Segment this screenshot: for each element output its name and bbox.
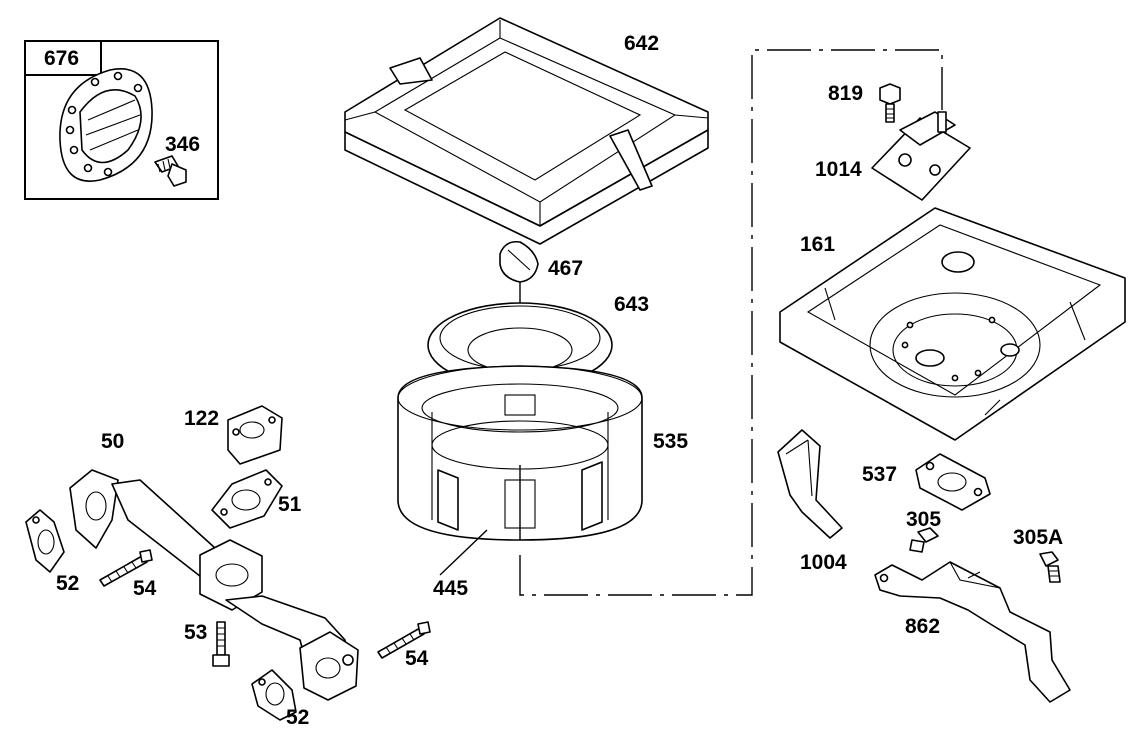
part-537-gasket	[915, 453, 991, 511]
callout-537: 537	[862, 463, 898, 486]
part-305-screw	[909, 527, 939, 553]
part-52-gasket-bottom	[251, 669, 297, 721]
callout-819: 819	[828, 82, 864, 105]
part-467-knob	[499, 240, 539, 283]
callout-676: 676	[44, 47, 80, 70]
part-161-base	[779, 207, 1126, 441]
part-305a-screw	[1039, 551, 1061, 583]
callout-122: 122	[184, 407, 220, 430]
part-1004-duct	[777, 429, 843, 539]
part-54-stud-right	[377, 621, 431, 659]
part-50-manifold	[69, 469, 359, 701]
callout-346: 346	[165, 133, 201, 156]
callout-1004: 1004	[800, 551, 847, 574]
callout-50: 50	[101, 430, 125, 453]
part-122-spacer	[227, 405, 283, 465]
part-346-screw	[154, 155, 187, 187]
callout-445: 445	[433, 577, 469, 600]
part-862-bracket	[874, 561, 1071, 703]
callout-54-left: 54	[133, 577, 157, 600]
callout-52-left: 52	[56, 572, 80, 595]
callout-305: 305	[906, 508, 942, 531]
part-676-cover-plate	[59, 68, 153, 182]
part-54-stud-left	[99, 549, 153, 587]
callout-305a: 305A	[1013, 526, 1064, 549]
callout-52-bottom: 52	[286, 706, 310, 729]
callout-642: 642	[624, 32, 660, 55]
inset-label-tab	[24, 40, 102, 76]
callout-53: 53	[184, 621, 208, 644]
callout-535: 535	[653, 430, 689, 453]
part-535-filter	[397, 365, 643, 541]
part-53-bolt	[212, 621, 230, 667]
callout-54-right: 54	[405, 647, 429, 670]
part-51-gasket	[211, 469, 283, 529]
part-1014-bracket	[871, 111, 971, 201]
callout-51: 51	[278, 493, 302, 516]
inset-frame	[24, 40, 219, 200]
callout-643: 643	[614, 293, 650, 316]
callout-467: 467	[548, 257, 584, 280]
part-52-gasket-left	[25, 509, 65, 573]
callout-862: 862	[905, 615, 941, 638]
part-642-cover	[344, 17, 709, 245]
callout-161: 161	[800, 233, 836, 256]
callout-1014: 1014	[815, 158, 862, 181]
part-819-bolt	[879, 83, 901, 123]
